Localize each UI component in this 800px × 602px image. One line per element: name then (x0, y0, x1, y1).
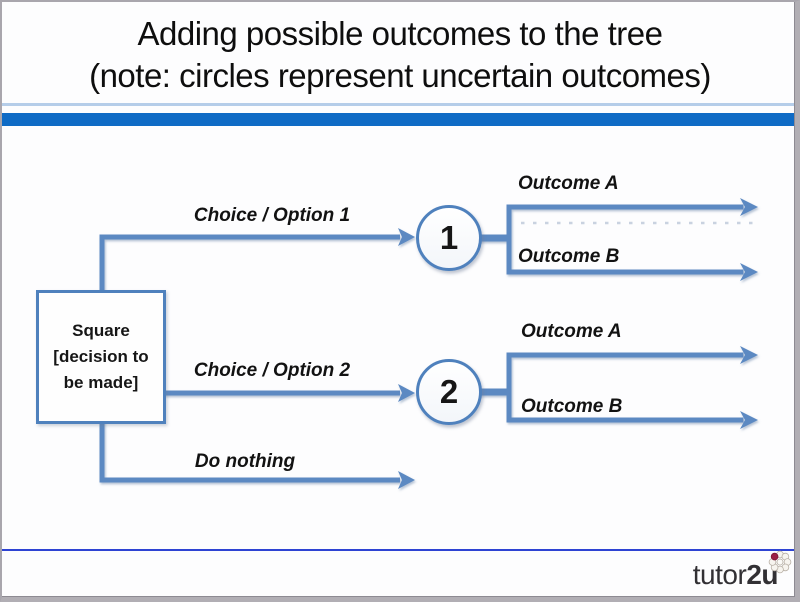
slide-title: Adding possible outcomes to the tree (no… (0, 13, 800, 97)
decision-square-label-line-3: be made] (63, 373, 139, 392)
header-rule-light (2, 103, 795, 106)
branch-option1-label: Choice / Option 1 (193, 205, 351, 226)
header-accent-bar (2, 113, 795, 126)
arrowhead-icon (740, 198, 758, 216)
decision-square-node: Square [decision to be made] (36, 290, 166, 424)
node1-outcome-b-label: Outcome B (518, 246, 620, 267)
node1-outcome-a-label: Outcome A (518, 173, 619, 194)
node2-outcome-a-label: Outcome A (521, 321, 622, 342)
arrowhead-icon (398, 471, 415, 489)
arrowhead-icon (740, 346, 758, 364)
chance-node-2: 2 (416, 359, 482, 425)
brand-logo: tutor2u (692, 550, 792, 591)
node2-outcome-b-label: Outcome B (521, 396, 623, 417)
node2-outcome-a-connector (506, 352, 744, 423)
footer-rule (2, 549, 795, 551)
chance-node-1-label: 1 (439, 219, 459, 256)
branch-option2-label: Choice / Option 2 (193, 360, 351, 381)
brand-text-tutor: tutor (692, 559, 747, 590)
decision-square-label-line-1: Square (72, 321, 130, 340)
slide-title-line-2: (note: circles represent uncertain outco… (89, 57, 711, 94)
slide-title-line-1: Adding possible outcomes to the tree (137, 15, 663, 52)
chance-node-2-label: 2 (439, 373, 459, 410)
node1-outcome-a-connector (506, 204, 744, 275)
branch-do-nothing-label: Do nothing (194, 451, 296, 472)
arrowhead-icon (398, 228, 415, 246)
arrowhead-icon (398, 384, 415, 402)
arrowhead-icon (740, 263, 758, 281)
decision-square-label-line-2: [decision to (53, 347, 149, 366)
flower-icon (768, 550, 792, 574)
chance-node-1: 1 (416, 205, 482, 271)
arrowhead-icon (740, 411, 758, 429)
